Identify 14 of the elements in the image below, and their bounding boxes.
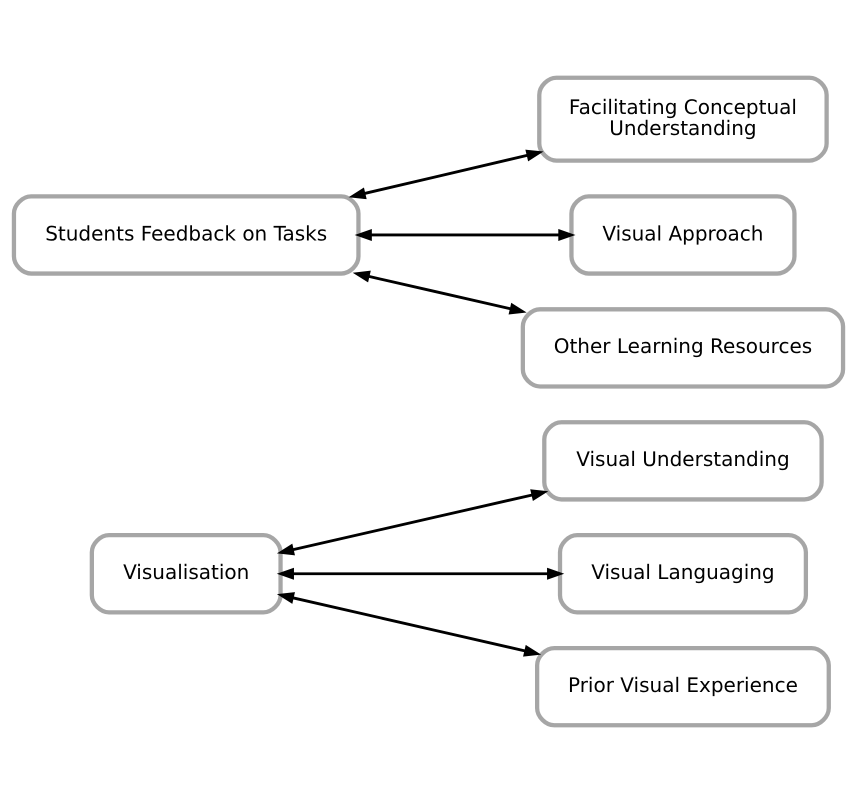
arrow — [276, 488, 548, 555]
node-box: Visual Approach — [569, 194, 797, 276]
node-box: Visualisation — [90, 532, 283, 614]
node-box: Visual Understanding — [542, 420, 824, 502]
node-box: Students Feedback on Tasks — [12, 194, 361, 276]
arrow — [354, 228, 576, 240]
node-box: Prior Visual Experience — [535, 645, 831, 727]
node-box: Visual Languaging — [558, 532, 808, 614]
arrow — [276, 592, 542, 656]
node-box: Facilitating Conceptual Understanding — [537, 75, 829, 162]
arrow — [276, 567, 564, 580]
arrow — [352, 270, 527, 314]
arrow — [348, 149, 544, 199]
node-box: Other Learning Resources — [520, 306, 846, 388]
